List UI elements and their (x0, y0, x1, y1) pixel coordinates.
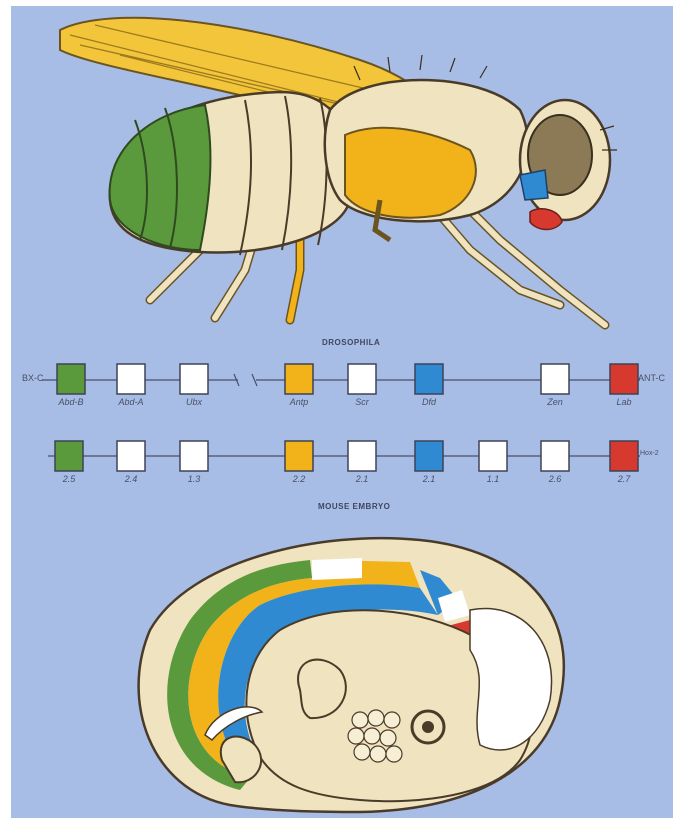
fly-gene-box (415, 364, 443, 394)
mouse-gene-label: 2.6 (530, 474, 580, 484)
fly-gene-box (541, 364, 569, 394)
mouse-gene-box (180, 441, 208, 471)
gene-map (42, 364, 640, 471)
mouse-gene-box (285, 441, 313, 471)
mouse-gene-box (541, 441, 569, 471)
fly-gene-box (348, 364, 376, 394)
fly-head-blue (520, 170, 548, 200)
fly-right-end: ANT-C (638, 373, 665, 383)
mouse-gene-label: 1.3 (169, 474, 219, 484)
mouse-gene-label: 2.2 (274, 474, 324, 484)
mouse-gene-label: 2.5 (44, 474, 94, 484)
mouse-gene-label: 2.4 (106, 474, 156, 484)
fly-gene-label: Abd-B (46, 397, 96, 407)
mouse-title: MOUSE EMBRYO (318, 502, 390, 511)
mouse-gene-box (348, 441, 376, 471)
fly-gene-label: Dfd (404, 397, 454, 407)
fly-left-end: BX-C (22, 373, 44, 383)
fly-gene-box (57, 364, 85, 394)
embryo-band-white (312, 558, 362, 580)
mouse-gene-label: 2.7 (599, 474, 649, 484)
mouse-gene-label: 1.1 (468, 474, 518, 484)
mouse-gene-label: 2.1 (337, 474, 387, 484)
fly-gene-box (117, 364, 145, 394)
mouse-right-end: Hox-2 (640, 450, 659, 457)
fly-gene-box (180, 364, 208, 394)
fly-gene-box (610, 364, 638, 394)
mouse-gene-box (117, 441, 145, 471)
fly-gene-label: Abd-A (106, 397, 156, 407)
embryo-illustration (139, 538, 564, 812)
mouse-gene-box (55, 441, 83, 471)
mouse-gene-label: 2.1 (404, 474, 454, 484)
fly-gene-label: Ubx (169, 397, 219, 407)
mouse-gene-box (610, 441, 638, 471)
mouse-gene-box (479, 441, 507, 471)
fly-gene-box (285, 364, 313, 394)
fly-gene-label: Antp (274, 397, 324, 407)
fly-gene-label: Zen (530, 397, 580, 407)
embryo-limb-bud (348, 710, 402, 762)
mouse-gene-box (415, 441, 443, 471)
fly-illustration (60, 18, 617, 325)
fly-title: DROSOPHILA (322, 338, 380, 347)
fly-gene-label: Scr (337, 397, 387, 407)
fly-gene-label: Lab (599, 397, 649, 407)
